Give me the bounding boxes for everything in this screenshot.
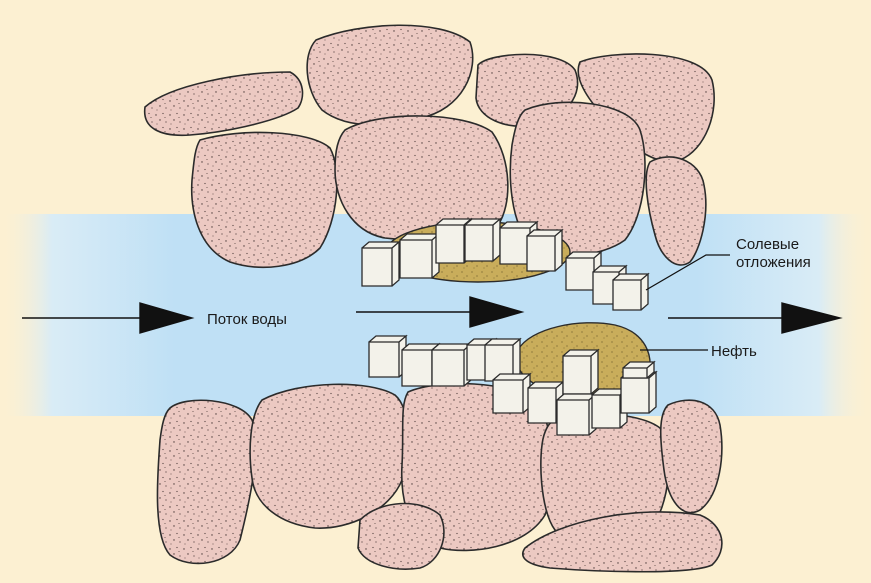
scale-crystal [613,274,648,310]
rock-grain [661,400,722,512]
rock-grain [358,504,444,570]
scale-crystal [362,242,399,286]
scale-crystal [527,230,562,271]
scale-crystal [400,234,439,278]
scale-deposits-label-line2: отложения [736,254,811,272]
scale-deposits-label-line1: Солевые [736,236,811,254]
scale-crystal [623,362,654,378]
rock-grain [192,132,337,267]
scale-crystal [465,219,500,261]
scale-crystal [563,350,598,394]
rock-grain [145,72,303,135]
scale-crystal [432,344,471,386]
water-flow-label: Поток воды [207,311,287,329]
rock-grain [157,400,255,563]
scale-crystal [557,394,596,435]
scale-deposits-label: Солевые отложения [736,236,811,272]
scale-crystal [369,336,406,377]
scale-crystal [493,374,530,413]
rock-grain [307,25,473,124]
oil-label: Нефть [711,343,757,361]
